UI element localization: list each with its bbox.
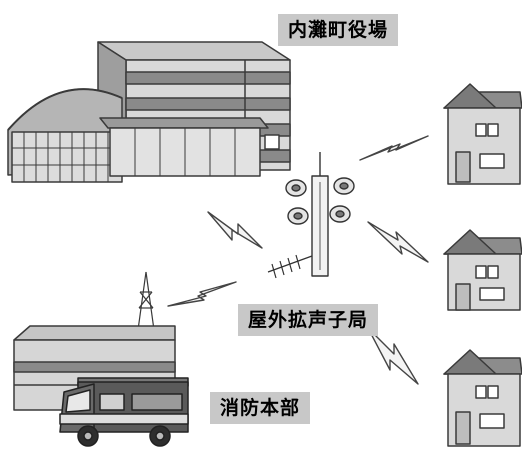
town-hall-building-icon xyxy=(7,41,291,183)
radio-wave-bolt-icon xyxy=(367,327,419,385)
outdoor-station-label: 屋外拡声子局 xyxy=(238,304,379,336)
radio-wave-bolt-icon xyxy=(167,281,237,307)
town-hall-label: 内灘町役場 xyxy=(278,14,399,46)
house-icon xyxy=(443,83,522,185)
fire-hq-label: 消防本部 xyxy=(210,392,311,424)
lattice-antenna-icon xyxy=(137,271,155,331)
yagi-antenna-icon xyxy=(267,254,313,279)
fire-truck-icon xyxy=(59,377,189,447)
antenna-tower-icon xyxy=(267,152,355,279)
loudspeaker-icon xyxy=(285,177,355,225)
radio-wave-bolt-icon xyxy=(359,135,429,161)
radio-wave-bolt-icon xyxy=(207,211,263,249)
radio-wave-bolt-icon xyxy=(367,221,429,263)
house-icon xyxy=(443,349,522,447)
house-icon xyxy=(443,229,522,311)
